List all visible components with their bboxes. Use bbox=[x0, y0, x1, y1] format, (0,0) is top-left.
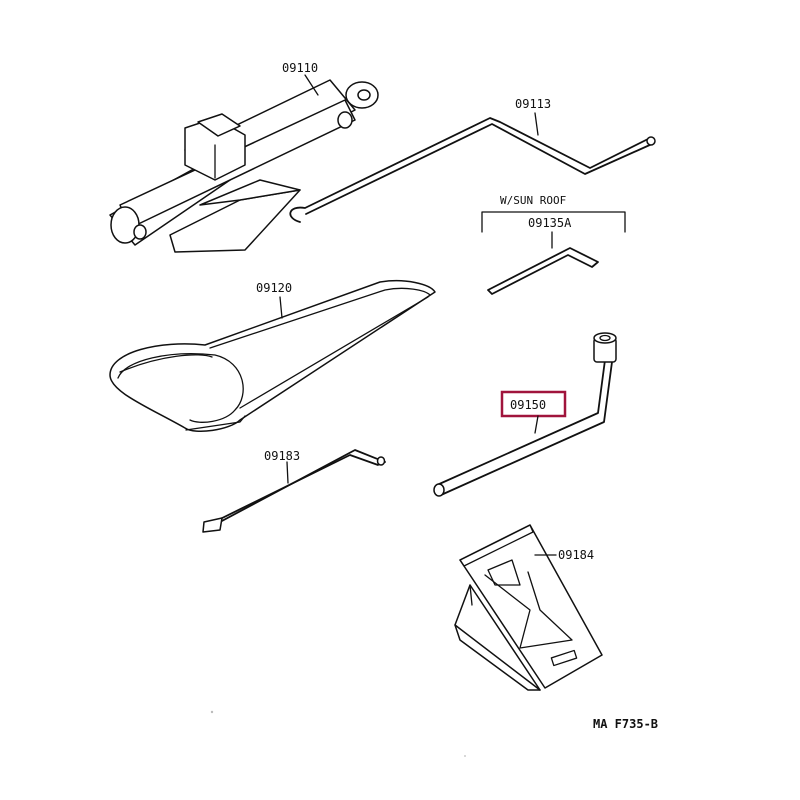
part-label-sun-roof-wrench: 09135A bbox=[528, 216, 572, 230]
part-label-wheel-chock: 09184 bbox=[558, 548, 594, 562]
wheel-chock[interactable] bbox=[454, 524, 603, 691]
sun-roof-group: W/SUN ROOF 09135A bbox=[481, 194, 626, 249]
scan-speck bbox=[210, 710, 214, 714]
part-label-jack: 09110 bbox=[282, 61, 318, 75]
part-label-pry-bar: 09183 bbox=[264, 449, 300, 463]
pry-bar[interactable] bbox=[202, 449, 386, 533]
part-label-lug-wrench: 09150 bbox=[510, 398, 546, 412]
scan-speck bbox=[464, 755, 466, 757]
figure-code: MA F735-B bbox=[593, 717, 658, 731]
part-label-tool-bag: 09120 bbox=[256, 281, 292, 295]
part-label-jack-handle: 09113 bbox=[515, 97, 551, 111]
tool-bag[interactable] bbox=[109, 280, 436, 432]
highlight-box bbox=[500, 390, 567, 418]
jack-handle[interactable] bbox=[289, 117, 656, 223]
sun-roof-heading: W/SUN ROOF bbox=[500, 194, 566, 207]
sun-roof-wrench[interactable] bbox=[487, 247, 599, 295]
lug-wrench[interactable] bbox=[433, 332, 617, 497]
scissor-jack[interactable] bbox=[109, 74, 379, 253]
